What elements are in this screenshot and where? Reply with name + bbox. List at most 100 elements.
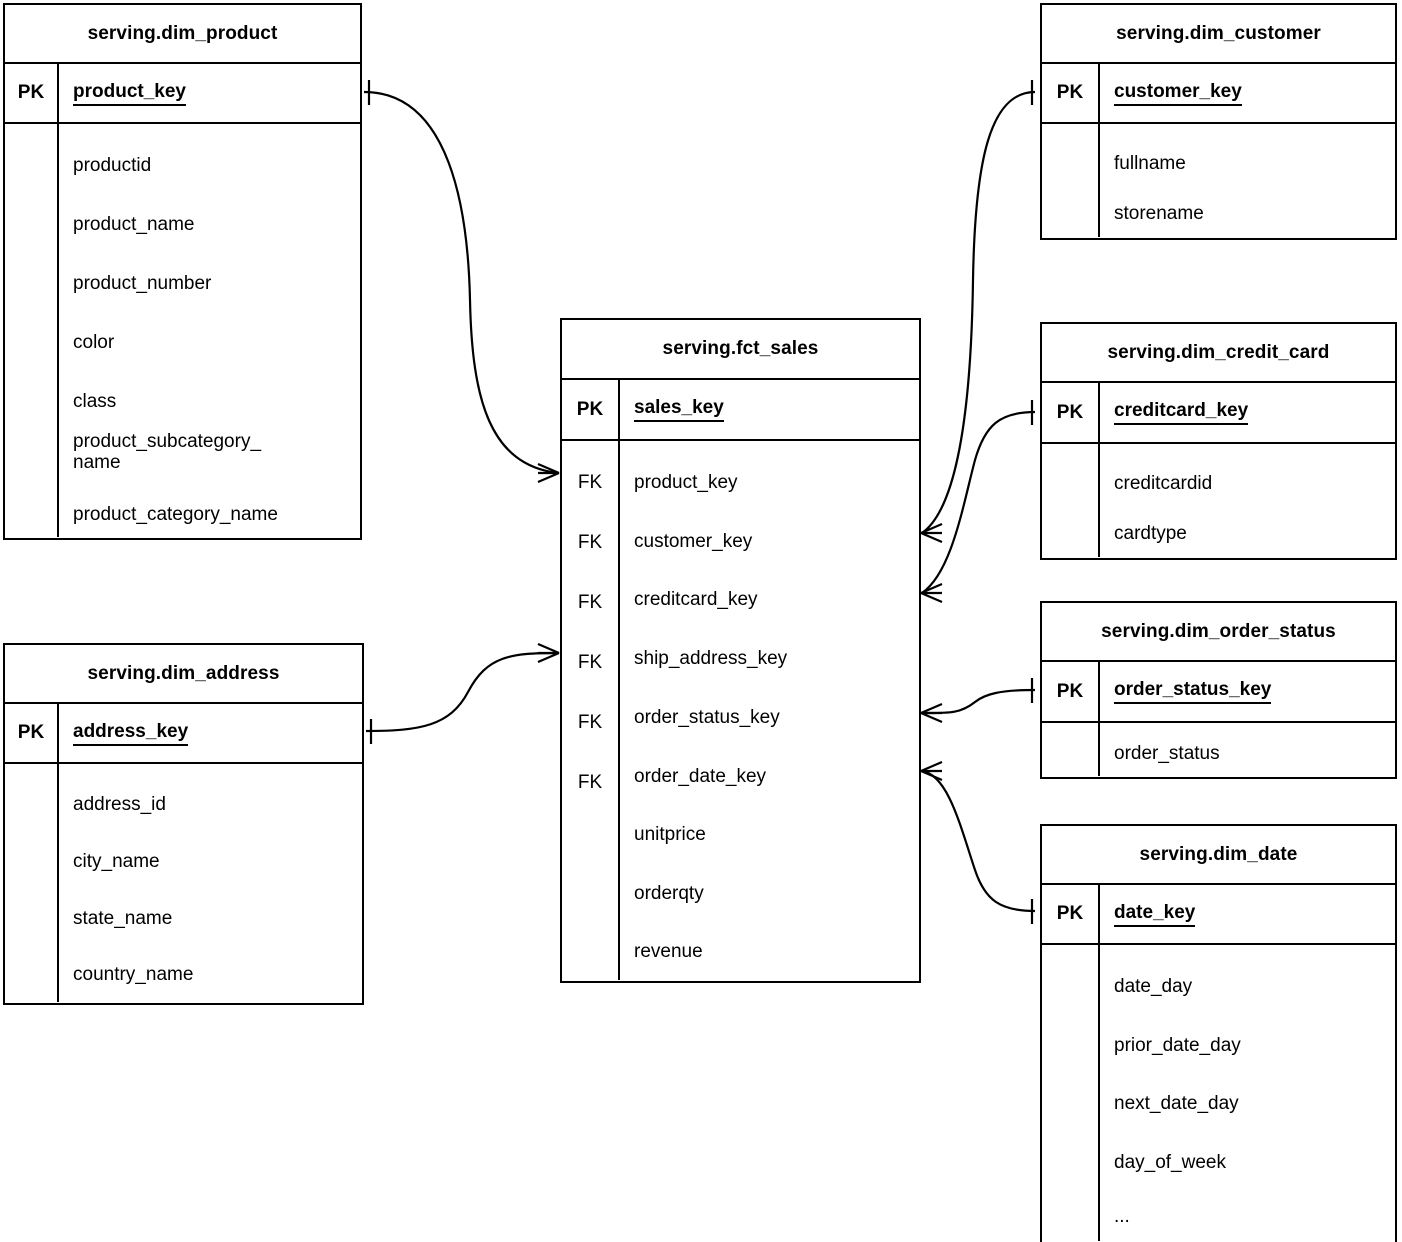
attr-item: unitprice: [634, 824, 706, 846]
entity-title-dim-product: serving.dim_product: [87, 22, 278, 44]
attr-item: revenue: [634, 940, 703, 962]
relationship-address: [365, 642, 560, 744]
fk-badge: FK: [577, 472, 603, 494]
pk-field-dim-order-status: order_status_key: [1100, 662, 1395, 721]
relationship-orderstatus: [920, 678, 1036, 724]
relationship-product: [363, 80, 560, 484]
pk-row-dim-date[interactable]: PK date_key: [1042, 883, 1395, 945]
attr-item: creditcardid: [1114, 472, 1213, 494]
entity-dim-customer[interactable]: serving.dim_customer PK customer_key ful…: [1040, 3, 1397, 240]
pk-badge-dim-date: PK: [1042, 885, 1100, 943]
pk-field-dim-address: address_key: [59, 704, 362, 762]
crowfoot-address: [537, 642, 560, 664]
attr-item: product_key: [634, 471, 738, 493]
attr-keycol-dim-customer: [1042, 124, 1100, 237]
crowfoot-customer: [920, 522, 943, 544]
relationship-customer: [920, 80, 1036, 544]
attr-item: cardtype: [1114, 523, 1187, 545]
attr-item: state_name: [73, 907, 173, 929]
attr-item: storename: [1114, 203, 1204, 225]
pk-row-dim-address[interactable]: PK address_key: [5, 702, 362, 764]
entity-dim-order-status[interactable]: serving.dim_order_status PK order_status…: [1040, 601, 1397, 779]
entity-dim-credit-card[interactable]: serving.dim_credit_card PK creditcard_ke…: [1040, 322, 1397, 560]
attributes-row-dim-date: date_day prior_date_day next_date_day da…: [1042, 945, 1395, 1241]
attr-item: order_date_key: [634, 765, 767, 787]
attr-item: ship_address_key: [634, 648, 788, 670]
attributes-row-fct-sales: FK FK FK FK FK FK product_key customer_k…: [562, 441, 919, 980]
attr-item: color: [73, 331, 115, 353]
crowfoot-orderstatus: [920, 702, 943, 724]
attr-item: productid: [73, 154, 152, 176]
attr-item: product_category_name: [73, 503, 278, 525]
relationship-creditcard: [920, 400, 1036, 604]
entity-title-dim-order-status: serving.dim_order_status: [1101, 620, 1336, 642]
pk-badge-dim-credit-card: PK: [1042, 383, 1100, 442]
entity-fct-sales[interactable]: serving.fct_sales PK sales_key FK FK FK …: [560, 318, 921, 983]
crowfoot-date: [920, 760, 943, 782]
attr-list-dim-credit-card: creditcardid cardtype: [1100, 444, 1395, 557]
attr-item: fullname: [1114, 152, 1186, 174]
pk-badge-dim-order-status: PK: [1042, 662, 1100, 721]
entity-title-dim-date: serving.dim_date: [1139, 843, 1298, 865]
attr-item: product_number: [73, 272, 212, 294]
attr-item: country_name: [73, 963, 194, 985]
attr-keycol-dim-credit-card: [1042, 444, 1100, 557]
attr-item: city_name: [73, 850, 160, 872]
attributes-row-dim-customer: fullname storename: [1042, 124, 1395, 237]
attributes-row-dim-credit-card: creditcardid cardtype: [1042, 444, 1395, 557]
attr-list-dim-address: address_id city_name state_name country_…: [59, 764, 362, 1002]
pk-row-dim-customer[interactable]: PK customer_key: [1042, 62, 1395, 124]
pk-badge-dim-address: PK: [5, 704, 59, 762]
attr-item: address_id: [73, 793, 166, 815]
pk-row-fct-sales[interactable]: PK sales_key: [562, 378, 919, 441]
attr-item: creditcard_key: [634, 589, 758, 611]
pk-row-dim-order-status[interactable]: PK order_status_key: [1042, 660, 1395, 723]
attr-item: order_status: [1114, 743, 1220, 765]
attr-item: customer_key: [634, 530, 753, 552]
crowfoot-creditcard: [920, 582, 943, 604]
pk-badge-dim-customer: PK: [1042, 64, 1100, 122]
attributes-row-dim-order-status: order_status: [1042, 723, 1395, 776]
attr-item: prior_date_day: [1114, 1034, 1241, 1056]
attr-list-dim-order-status: order_status: [1100, 723, 1395, 776]
entity-title-fct-sales: serving.fct_sales: [662, 338, 819, 359]
fk-badge: FK: [577, 532, 603, 554]
attr-item: ...: [1114, 1205, 1130, 1227]
attr-item: class: [73, 390, 117, 412]
entity-dim-date[interactable]: serving.dim_date PK date_key date_day pr…: [1040, 824, 1397, 1242]
pk-field-dim-credit-card: creditcard_key: [1100, 383, 1395, 442]
attr-item: day_of_week: [1114, 1152, 1226, 1174]
attr-keycol-dim-date: [1042, 945, 1100, 1241]
attributes-row-dim-address: address_id city_name state_name country_…: [5, 764, 362, 1002]
pk-badge-dim-product: PK: [5, 64, 59, 122]
attr-item: date_day: [1114, 975, 1193, 997]
entity-dim-product[interactable]: serving.dim_product PK product_key produ…: [3, 3, 362, 540]
fk-badge: FK: [577, 772, 603, 794]
pk-row-dim-credit-card[interactable]: PK creditcard_key: [1042, 381, 1395, 444]
fk-keycol-fct-sales: FK FK FK FK FK FK: [562, 441, 620, 980]
entity-title-dim-address: serving.dim_address: [87, 662, 280, 684]
attr-keycol-dim-order-status: [1042, 723, 1100, 776]
attr-item: product_name: [73, 213, 195, 235]
attr-list-fct-sales: product_key customer_key creditcard_key …: [620, 441, 919, 980]
pk-field-dim-product: product_key: [59, 64, 360, 122]
attr-item: next_date_day: [1114, 1093, 1239, 1115]
pk-badge-fct-sales: PK: [562, 380, 620, 439]
attr-item: product_subcategory_ name: [73, 430, 262, 474]
crowfoot-product: [537, 462, 560, 484]
pk-row-dim-product[interactable]: PK product_key: [5, 62, 360, 124]
attr-keycol-dim-product: [5, 124, 59, 537]
attr-list-dim-date: date_day prior_date_day next_date_day da…: [1100, 945, 1395, 1241]
attributes-row-dim-product: productid product_name product_number co…: [5, 124, 360, 537]
fk-badge: FK: [577, 652, 603, 674]
attr-list-dim-product: productid product_name product_number co…: [59, 124, 360, 537]
relationship-date: [920, 760, 1036, 924]
pk-field-dim-date: date_key: [1100, 885, 1395, 943]
pk-field-fct-sales: sales_key: [620, 380, 919, 439]
attr-keycol-dim-address: [5, 764, 59, 1002]
attr-item: orderqty: [634, 883, 704, 905]
entity-dim-address[interactable]: serving.dim_address PK address_key addre…: [3, 643, 364, 1005]
entity-title-dim-customer: serving.dim_customer: [1116, 22, 1321, 44]
pk-field-dim-customer: customer_key: [1100, 64, 1395, 122]
